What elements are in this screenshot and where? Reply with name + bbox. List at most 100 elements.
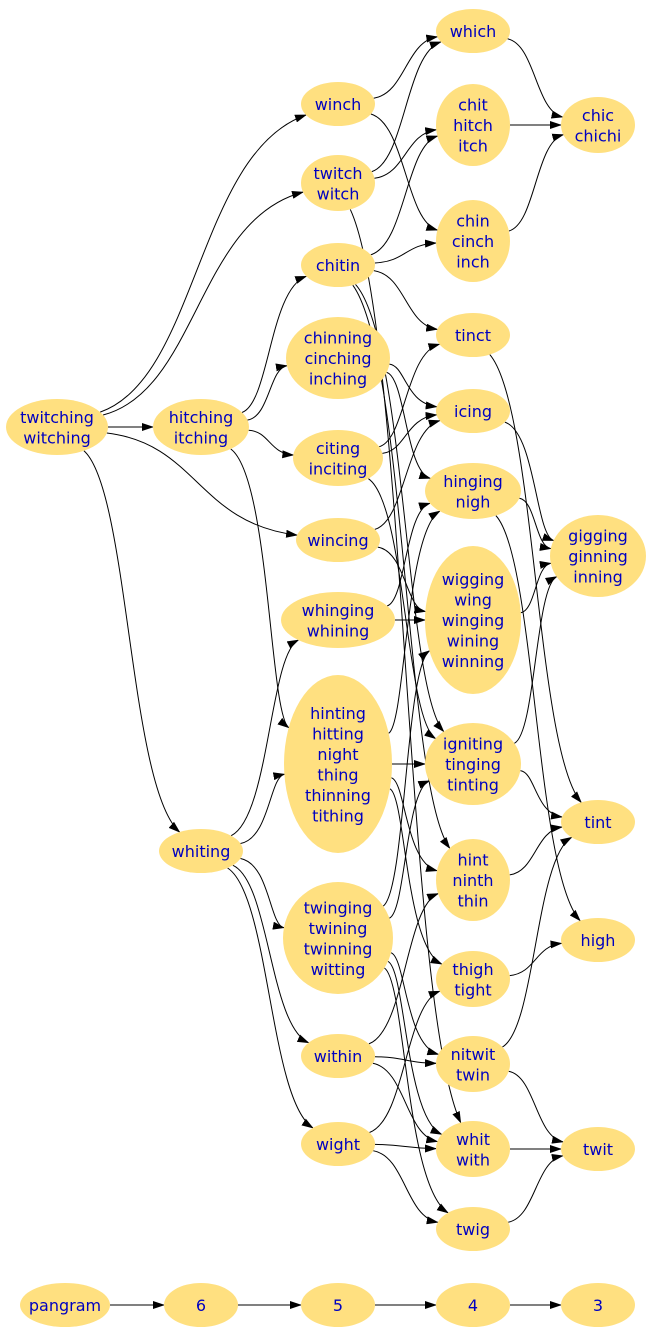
node-ellipse [550, 515, 646, 597]
edge-twitching-to-twitch [102, 191, 304, 416]
node-ellipse [296, 518, 380, 562]
node-ellipse [164, 1283, 238, 1327]
edge-twinging-to-whit [387, 960, 443, 1135]
node-label: hitting [312, 724, 364, 743]
node-label: twining [309, 919, 368, 938]
edge-nitwit-to-tint [502, 836, 573, 1048]
node-tint: tint [561, 800, 635, 844]
node-ellipse [436, 1121, 510, 1177]
node-label: twit [583, 1140, 613, 1159]
edge-twitching-to-winch [100, 114, 307, 413]
node-wincing: wincing [296, 518, 380, 562]
node-ellipse [436, 1283, 510, 1327]
node-label: tinct [455, 326, 491, 345]
node-high: high [561, 918, 635, 962]
edge-chinning-to-icing [389, 363, 438, 410]
edge-wight-to-twig [373, 1150, 439, 1225]
edge-twinging-to-igniting [389, 780, 431, 919]
node-ellipse [436, 1207, 510, 1251]
node-ellipse [153, 399, 249, 455]
edge-chin-to-chic [508, 133, 565, 232]
edge-hinging-to-high [495, 515, 581, 922]
edge-hinting-to-hinging [388, 510, 441, 734]
node-label: whiting [172, 842, 231, 861]
node-label: wing [454, 591, 492, 610]
node-label: 6 [196, 1296, 206, 1315]
node-label: wight [316, 1135, 360, 1154]
node-label: thin [458, 892, 489, 911]
edge-igniting-to-gigging [514, 576, 558, 744]
node-ellipse [436, 389, 510, 433]
node-label: chichi [575, 126, 622, 145]
node-ellipse [561, 800, 635, 844]
node-ellipse [436, 951, 510, 1007]
node-label: icing [454, 402, 492, 421]
edge-twinging-to-wigging [382, 650, 431, 907]
edge-icing-to-gigging [504, 421, 555, 541]
edge-wight-to-thigh [369, 990, 441, 1133]
node-label: nitwit [451, 1045, 496, 1064]
node-label: inciting [309, 459, 368, 478]
edge-whiting-to-wight [227, 867, 314, 1129]
node-ellipse [301, 243, 375, 287]
node-label: inch [456, 253, 490, 272]
edge-chitin-to-igniting [355, 284, 445, 733]
node-ellipse [561, 97, 635, 153]
edge-citing-to-tinct [379, 343, 441, 448]
node-label: thing [317, 765, 358, 784]
node-winch: winch [301, 82, 375, 126]
node-whiting: whiting [159, 829, 243, 873]
node-ellipse [301, 82, 375, 126]
edge-twig-to-twit [508, 1153, 564, 1223]
node-label: inching [309, 370, 367, 389]
node-label: wining [447, 632, 499, 651]
node-ellipse [283, 882, 393, 994]
node-label: winging [442, 611, 505, 630]
node-ellipse [6, 399, 108, 455]
node-label: which [450, 22, 497, 41]
node-label: night [317, 745, 358, 764]
edge-tinct-to-tint [489, 354, 582, 804]
node-label: 5 [333, 1296, 343, 1315]
edge-chitin-to-tinct [373, 270, 439, 332]
node-wight: wight [301, 1122, 375, 1166]
edge-twitching-to-whiting [83, 450, 181, 833]
node-ellipse [301, 1122, 375, 1166]
edge-whiting-to-whinging [230, 639, 300, 837]
edge-twitch-to-whit [349, 209, 462, 1124]
node-ellipse [425, 723, 521, 805]
edge-twinging-to-nitwit [390, 952, 440, 1056]
edge-twinging-to-twig [384, 967, 449, 1214]
node-label: twinging [304, 898, 373, 917]
edge-whiting-to-hinting [240, 772, 286, 844]
edge-twitch-to-chit [374, 127, 438, 179]
node-ellipse [561, 1127, 635, 1171]
node-ellipse [159, 829, 243, 873]
edge-chitin-to-chin [374, 239, 437, 264]
edge-nitwit-to-twit [508, 1070, 564, 1144]
node-label: winch [315, 95, 362, 114]
edge-whiting-to-within [232, 864, 310, 1044]
node-label: tinting [447, 776, 499, 795]
node-label: high [581, 931, 616, 950]
node-label: hinting [310, 704, 366, 723]
edge-within-to-whit [372, 1062, 439, 1144]
node-ellipse [301, 155, 375, 211]
edge-chinning-to-hinging [386, 371, 432, 480]
node-tinct: tinct [436, 313, 510, 357]
node-label: whinging [302, 601, 375, 620]
edge-hinging-to-gigging [519, 497, 552, 551]
node-ellipse [561, 918, 635, 962]
node-label: hitch [453, 116, 493, 135]
node-ellipse [561, 1283, 635, 1327]
node-label: wigging [442, 570, 505, 589]
edge-whiting-to-twinging [240, 858, 285, 930]
node-ellipse [425, 546, 521, 694]
